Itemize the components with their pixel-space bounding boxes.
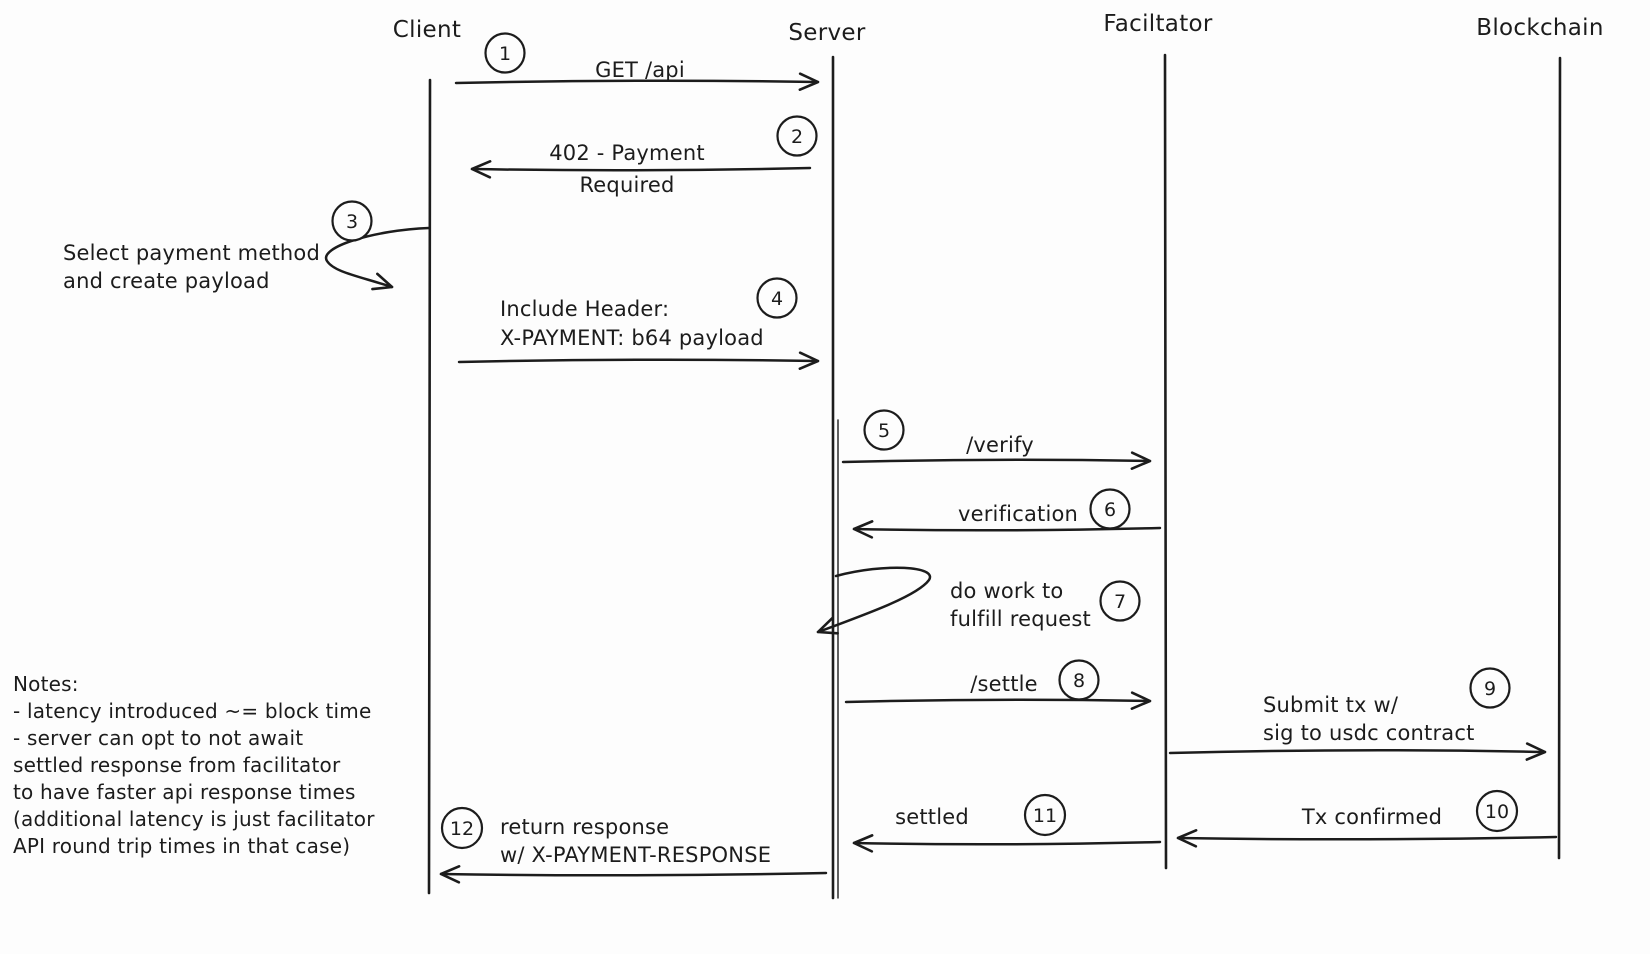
step-6-label: verification — [958, 502, 1078, 526]
step-12-arrow — [439, 864, 828, 884]
notes-line-1: - server can opt to not await — [13, 726, 303, 750]
step-8-number: 8 — [1073, 670, 1085, 692]
step-9-label-line-0: Submit tx w/ — [1263, 693, 1399, 717]
step-6-number: 6 — [1104, 499, 1116, 521]
step-6-message: 6 verification — [852, 488, 1162, 539]
step-7-label-line-0: do work to — [950, 579, 1063, 603]
step-4-message: 4 Include Header: X-PAYMENT: b64 payload — [457, 277, 820, 370]
step-2-number: 2 — [791, 126, 803, 148]
actor-label-faciltator: Faciltator — [1103, 11, 1213, 37]
step-2-number-circle — [776, 115, 818, 157]
step-4-number: 4 — [771, 288, 783, 310]
step-1-message: 1 GET /api — [454, 32, 820, 91]
step-4-arrow — [457, 351, 820, 370]
step-10-number-circle — [1475, 789, 1519, 833]
step-1-arrow — [454, 72, 820, 91]
actor-label-client: Client — [393, 17, 461, 43]
step-11-number-circle — [1023, 793, 1067, 837]
step-9-arrow — [1168, 742, 1547, 761]
step-11-number: 11 — [1033, 805, 1057, 827]
step-8-number-circle — [1058, 659, 1100, 701]
step-6-arrow — [852, 520, 1162, 539]
lifeline-client — [427, 78, 432, 895]
step-1-number-circle — [484, 32, 526, 74]
step-2-label-line-0: 402 - Payment — [549, 141, 705, 165]
step-9-number: 9 — [1484, 678, 1496, 700]
step-11-message: 11 settled — [852, 793, 1162, 853]
step-10-number: 10 — [1485, 801, 1509, 823]
notes-line-3: to have faster api response times — [13, 780, 356, 804]
lifeline-blockchain — [1557, 56, 1562, 860]
actor-label-server: Server — [788, 20, 865, 46]
step-7-self-loop: 7 do work to fulfill request — [816, 566, 1141, 635]
notes: Notes: - latency introduced ~= block tim… — [13, 672, 375, 858]
step-11-label: settled — [895, 805, 969, 829]
step-3-label-line-1: and create payload — [63, 269, 270, 293]
step-7-label-line-1: fulfill request — [950, 607, 1091, 631]
step-6-number-circle — [1089, 488, 1131, 530]
step-2-label-line-1: Required — [579, 173, 674, 197]
notes-line-0: - latency introduced ~= block time — [13, 699, 372, 723]
step-12-label-line-0: return response — [500, 815, 669, 839]
step-3-self-loop-arrow — [324, 226, 431, 291]
step-3-self-loop: 3 Select payment method and create paylo… — [63, 200, 431, 293]
notes-line-2: settled response from facilitator — [13, 753, 341, 777]
actor-label-blockchain: Blockchain — [1476, 15, 1604, 41]
step-1-label: GET /api — [595, 58, 685, 82]
step-10-label: Tx confirmed — [1301, 805, 1442, 829]
step-8-message: 8 /settle — [844, 659, 1152, 710]
step-8-label: /settle — [970, 672, 1038, 696]
step-5-number-circle — [863, 409, 905, 451]
step-9-number-circle — [1469, 667, 1511, 709]
step-5-number: 5 — [878, 420, 890, 442]
notes-line-4: (additional latency is just facilitator — [13, 807, 375, 831]
step-4-label-line-0: Include Header: — [500, 297, 669, 321]
step-8-arrow — [844, 691, 1152, 710]
notes-line-5: API round trip times in that case) — [13, 834, 350, 858]
step-3-label-line-0: Select payment method — [63, 241, 320, 265]
step-4-label-line-1: X-PAYMENT: b64 payload — [500, 326, 764, 350]
step-12-number: 12 — [450, 818, 474, 840]
step-1-number: 1 — [499, 43, 511, 65]
step-9-label-line-1: sig to usdc contract — [1263, 721, 1475, 745]
lifeline-faciltator — [1163, 53, 1168, 870]
step-10-arrow — [1176, 828, 1558, 848]
step-5-label: /verify — [966, 433, 1034, 457]
step-7-number-circle — [1099, 580, 1141, 622]
step-12-number-circle — [440, 806, 484, 850]
step-7-number: 7 — [1114, 591, 1126, 613]
step-9-message: 9 Submit tx w/ sig to usdc contract — [1168, 667, 1547, 761]
notes-title: Notes: — [13, 672, 79, 696]
step-10-message: 10 Tx confirmed — [1176, 789, 1558, 848]
step-5-message: 5 /verify — [841, 409, 1152, 470]
step-5-arrow — [841, 451, 1152, 470]
step-12-label-line-1: w/ X-PAYMENT-RESPONSE — [500, 843, 771, 867]
step-4-number-circle — [756, 277, 798, 319]
step-2-arrow — [470, 160, 812, 179]
step-3-number: 3 — [346, 211, 358, 233]
step-7-self-loop-arrow — [816, 566, 932, 635]
step-11-arrow — [852, 834, 1162, 853]
step-12-message: 12 return response w/ X-PAYMENT-RESPONSE — [439, 806, 828, 884]
step-2-message: 2 402 - Payment Required — [470, 115, 818, 197]
step-3-number-circle — [331, 200, 373, 242]
